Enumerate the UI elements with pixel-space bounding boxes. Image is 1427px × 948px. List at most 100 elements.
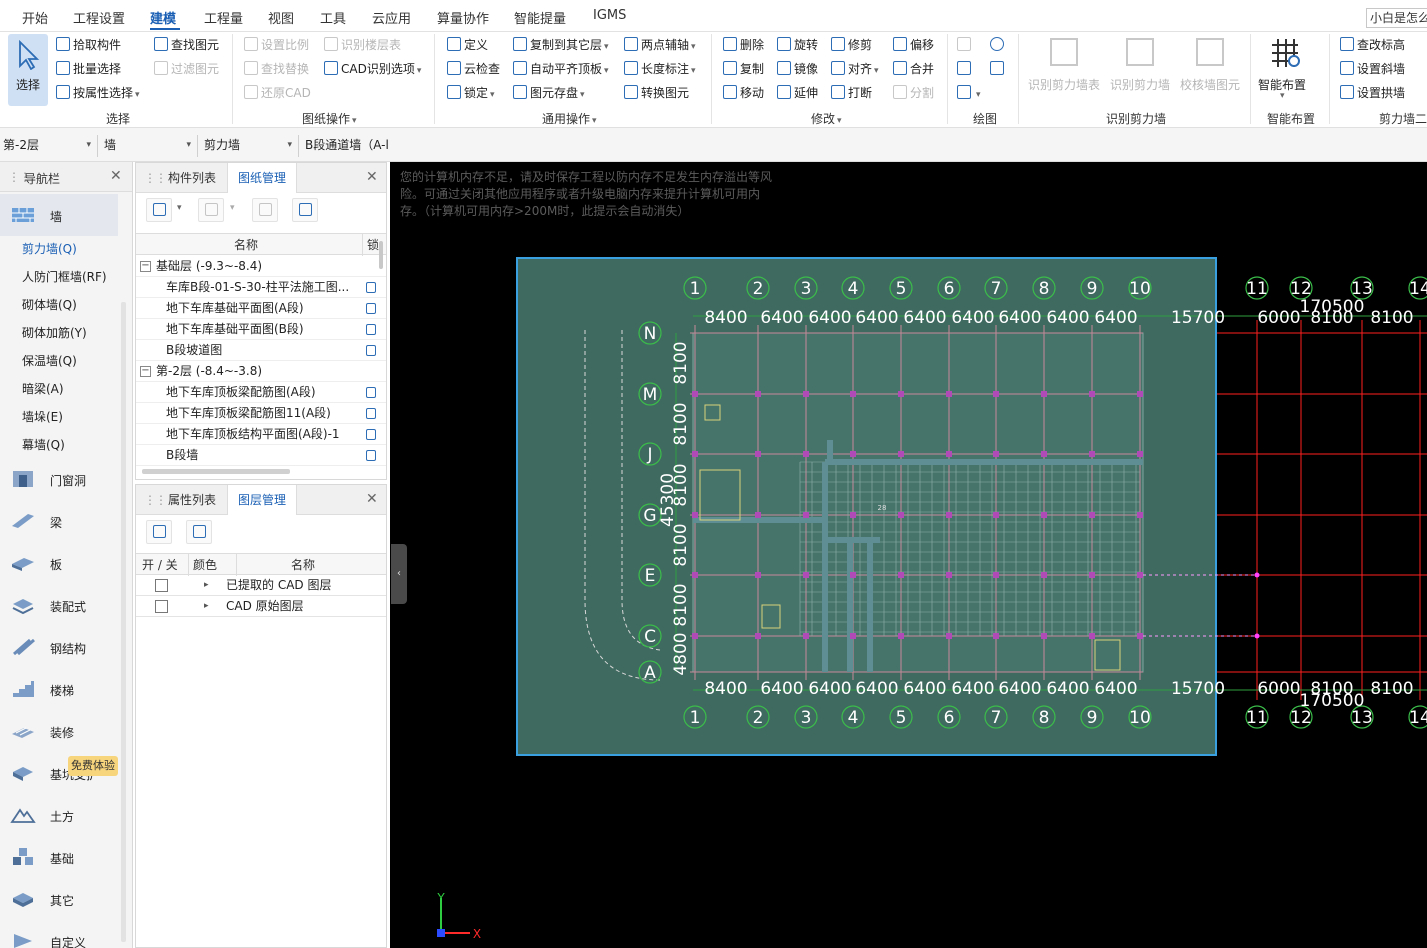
batch-select-button[interactable]: 批量选择 — [56, 59, 121, 79]
category-earthwork[interactable]: 土方 — [0, 794, 118, 836]
draw-point-button[interactable] — [957, 35, 974, 55]
cad-drawing[interactable]: 1122334455667788991010111112121313141484… — [390, 162, 1427, 948]
set-arch-wall-button[interactable]: 设置拱墙 — [1340, 83, 1405, 103]
check-elevation-button[interactable]: 查改标高 — [1340, 35, 1405, 55]
lock-button[interactable]: 锁定 — [447, 83, 495, 103]
layer-toggle-checkbox[interactable] — [155, 600, 168, 613]
break-button[interactable]: 打断 — [831, 83, 872, 103]
mirror-button[interactable]: 镜像 — [777, 59, 818, 79]
filter-element-button[interactable]: 过滤图元 — [154, 59, 219, 79]
set-slope-wall-button[interactable]: 设置斜墙 — [1340, 59, 1405, 79]
menu-tools[interactable]: 工具 — [320, 12, 347, 27]
drawing-row[interactable]: 地下车库顶板结构平面图(A段)-1 — [136, 424, 386, 445]
category-decoration[interactable]: 装修 — [0, 710, 118, 752]
unlock-icon[interactable] — [366, 282, 376, 293]
cad-options-button[interactable]: CAD识别选项 — [324, 59, 421, 79]
menu-collab[interactable]: 算量协作 — [437, 12, 490, 27]
nav-item-civil-defense-wall[interactable]: 人防门框墙(RF) — [22, 270, 107, 284]
menu-modeling[interactable]: 建模 — [150, 12, 177, 27]
help-search-input[interactable]: 小白是怎么 — [1366, 8, 1427, 28]
unlock-icon[interactable] — [366, 345, 376, 356]
expand-icon[interactable]: ▸ — [204, 580, 209, 590]
grip-icon[interactable]: ⋮⋮ — [144, 171, 167, 185]
draw-circle-button[interactable] — [990, 35, 1007, 55]
find-replace-button[interactable]: 查找替换 — [244, 59, 309, 79]
delete-button[interactable]: 删除 — [723, 35, 764, 55]
copy-to-floor-button[interactable]: 复制到其它层 — [513, 35, 609, 55]
nav-item-masonry-wall[interactable]: 砌体墙(Q) — [22, 298, 77, 312]
menu-view[interactable]: 视图 — [268, 12, 295, 27]
draw-arc-button[interactable] — [957, 83, 981, 103]
unlock-icon[interactable] — [366, 324, 376, 335]
nav-item-hidden-beam[interactable]: 暗梁(A) — [22, 382, 64, 396]
group-label-common[interactable]: 通用操作 — [542, 110, 597, 127]
element-store-button[interactable]: 图元存盘 — [513, 83, 585, 103]
identify-wall-table-button[interactable]: 识别剪力墙表 — [1026, 34, 1102, 98]
menu-cloud[interactable]: 云应用 — [372, 12, 412, 27]
move-button[interactable]: 移动 — [723, 83, 764, 103]
define-button[interactable]: 定义 — [447, 35, 488, 55]
split-button[interactable]: 分割 — [893, 83, 934, 103]
menu-smart-quantity[interactable]: 智能提量 — [514, 12, 567, 27]
check-wall-button[interactable]: 校核墙图元 — [1178, 34, 1242, 98]
draw-line-button[interactable] — [957, 59, 974, 79]
nav-item-curtain-wall[interactable]: 幕墙(Q) — [22, 438, 65, 452]
tab-drawing-management[interactable]: 图纸管理 — [227, 163, 298, 193]
unlock-icon[interactable] — [366, 450, 376, 461]
close-icon[interactable]: ✕ — [110, 168, 122, 184]
drawing-row[interactable]: 车库B段-01-S-30-柱平法施工图... — [136, 277, 386, 298]
horizontal-scrollbar[interactable] — [142, 469, 290, 474]
merge-button[interactable]: 合并 — [893, 59, 934, 79]
category-slab[interactable]: 板 — [0, 542, 118, 584]
nav-item-insulation-wall[interactable]: 保温墙(Q) — [22, 354, 77, 368]
collapse-icon[interactable]: − — [140, 365, 151, 377]
chevron-down-icon[interactable]: ▾ — [230, 203, 235, 213]
category-stairs[interactable]: 楼梯 — [0, 668, 118, 710]
layer-toggle-checkbox[interactable] — [155, 579, 168, 592]
delete-drawing-button[interactable] — [292, 198, 318, 222]
menu-project-settings[interactable]: 工程设置 — [73, 12, 126, 27]
category-steel[interactable]: 钢结构 — [0, 626, 118, 668]
nav-item-wall-pier[interactable]: 墙垛(E) — [22, 410, 63, 424]
smart-layout-button[interactable]: 智能布置 ▾ — [1256, 34, 1314, 106]
group-label-modify[interactable]: 修改 — [811, 110, 842, 127]
collapse-icon[interactable]: − — [140, 260, 151, 272]
draw-rect-button[interactable] — [990, 59, 1007, 79]
align-button[interactable]: 对齐 — [831, 59, 879, 79]
copy-button[interactable]: 复制 — [723, 59, 764, 79]
tab-property-list[interactable]: 属性列表 — [168, 493, 217, 507]
extend-button[interactable]: 延伸 — [777, 83, 818, 103]
element-select[interactable]: B段通道墙（A-l — [305, 138, 389, 152]
length-dimension-button[interactable]: 长度标注 — [624, 59, 696, 79]
chevron-down-icon[interactable]: ▾ — [177, 203, 182, 213]
category-door-window[interactable]: 门窗洞 — [0, 458, 118, 500]
grip-icon[interactable]: ⋮⋮ — [144, 493, 167, 507]
tab-component-list[interactable]: 构件列表 — [168, 171, 217, 185]
nav-item-shear-wall[interactable]: 剪力墙(Q) — [22, 242, 77, 256]
unlock-icon[interactable] — [366, 408, 376, 419]
category-other[interactable]: 其它 — [0, 878, 118, 920]
trim-button[interactable]: 修剪 — [831, 35, 872, 55]
list-scrollbar[interactable] — [379, 241, 383, 269]
grip-icon[interactable]: ⋮⋮ — [8, 170, 31, 184]
tab-layer-management[interactable]: 图层管理 — [227, 485, 298, 515]
nav-item-masonry-rebar[interactable]: 砌体加筋(Y) — [22, 326, 87, 340]
menu-igms[interactable]: IGMS — [593, 8, 627, 23]
drawing-row[interactable]: 地下车库顶板梁配筋图11(A段) — [136, 403, 386, 424]
close-icon[interactable]: ✕ — [366, 491, 378, 507]
hide-layers-button[interactable] — [186, 520, 212, 544]
collapse-panel-handle[interactable]: ‹ — [391, 544, 407, 604]
cloud-check-button[interactable]: 云检查 — [447, 59, 500, 79]
rotate-button[interactable]: 旋转 — [777, 35, 818, 55]
restore-cad-button[interactable]: 还原CAD — [244, 83, 311, 103]
unlock-icon[interactable] — [366, 303, 376, 314]
copy-drawing-button[interactable] — [252, 198, 278, 222]
floor-select[interactable]: 第-2层▾ — [0, 135, 98, 157]
offset-button[interactable]: 偏移 — [893, 35, 934, 55]
menu-quantity[interactable]: 工程量 — [204, 12, 244, 27]
edit-drawing-button[interactable] — [198, 198, 224, 222]
identify-floor-table-button[interactable]: 识别楼层表 — [324, 35, 401, 55]
close-icon[interactable]: ✕ — [366, 169, 378, 185]
add-drawing-button[interactable] — [146, 198, 172, 222]
